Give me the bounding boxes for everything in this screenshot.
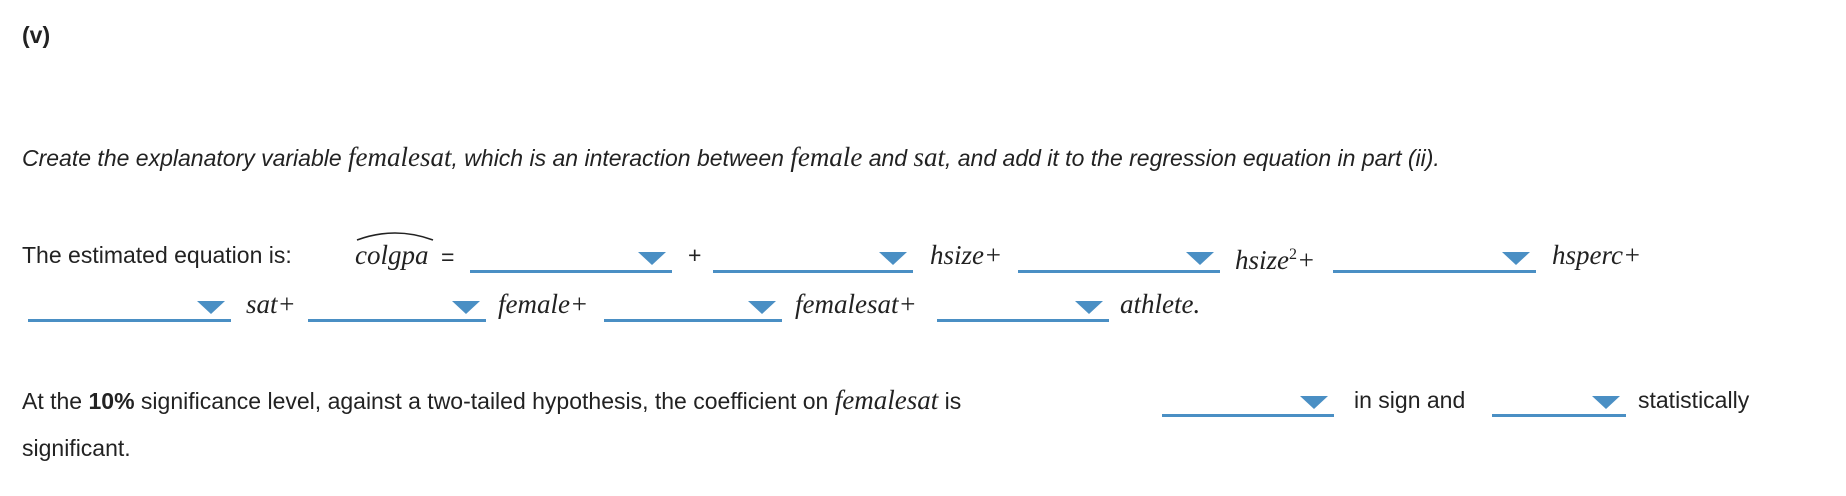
instruction-text: Create the explanatory variable femalesa… [22,142,1440,172]
femalesat-coef-dropdown[interactable] [604,288,782,322]
equation-lhs: colgpa [355,232,434,270]
conclusion-text: At the 10% significance level, against a… [22,385,962,415]
triangle-down-icon [1186,252,1214,265]
intercept-dropdown[interactable] [470,239,672,273]
triangle-down-icon [452,301,480,314]
triangle-down-icon [1592,396,1620,409]
term-sat: sat+ [246,289,296,319]
term-female: female+ [498,289,589,319]
var-female: female [790,142,863,172]
part-label: (v) [22,22,51,48]
term-athlete: athlete. [1120,289,1201,319]
term-hsperc: hsperc+ [1552,240,1642,270]
term-hsize: hsize+ [930,240,1003,270]
triangle-down-icon [879,252,907,265]
hsize-coef-dropdown[interactable] [713,239,913,273]
triangle-down-icon [197,301,225,314]
var-femalesat-conclusion: femalesat [834,385,939,415]
significance-level: 10% [88,388,135,414]
triangle-down-icon [748,301,776,314]
significance-dropdown[interactable] [1492,383,1626,417]
triangle-down-icon [1075,301,1103,314]
triangle-down-icon [1300,396,1328,409]
sign-dropdown[interactable] [1162,383,1334,417]
equation-intro: The estimated equation is: [22,242,292,268]
statistically-text: statistically [1638,387,1750,413]
female-coef-dropdown[interactable] [308,288,486,322]
sat-coef-dropdown[interactable] [28,288,231,322]
significant-text: significant. [22,435,131,461]
hsize-sq-coef-dropdown[interactable] [1018,239,1220,273]
hsperc-coef-dropdown[interactable] [1333,239,1536,273]
in-sign-text: in sign and [1354,387,1466,413]
triangle-down-icon [1502,252,1530,265]
term-hsize-squared: hsize2+ [1235,245,1316,275]
plus-sign: + [688,242,702,268]
term-femalesat: femalesat+ [795,289,917,319]
var-femalesat: femalesat [348,142,452,172]
athlete-coef-dropdown[interactable] [937,288,1109,322]
var-sat: sat [913,142,945,172]
triangle-down-icon [638,252,666,265]
equals-sign: = [441,244,455,270]
